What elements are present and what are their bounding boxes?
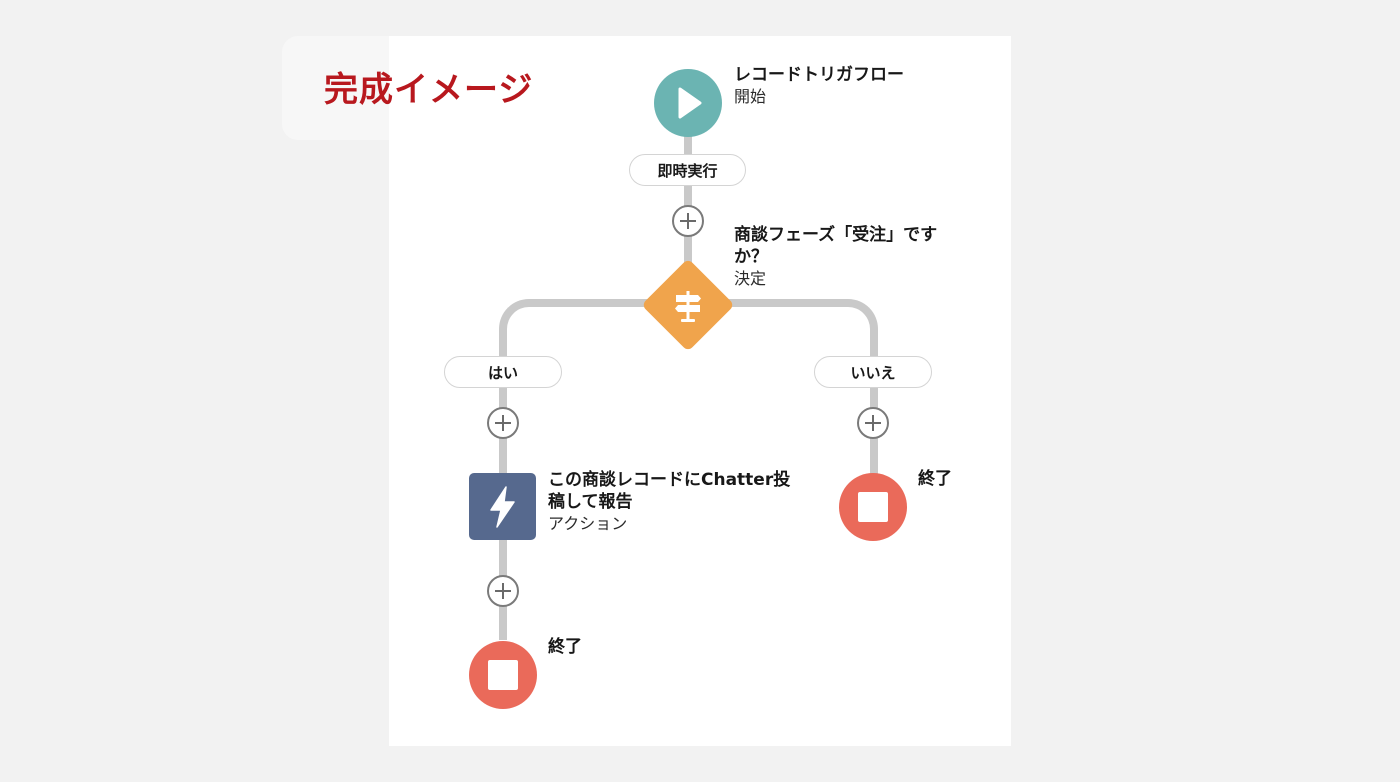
end-node-yes-name: 終了 (548, 637, 582, 657)
action-node-name-line1: この商談レコードにChatter投 (548, 470, 791, 490)
signpost-icon (675, 291, 701, 322)
connector-branch-yes (499, 299, 539, 339)
decision-node-name-line2: か？ (734, 247, 768, 267)
page-title: 完成イメージ (324, 70, 534, 110)
decision-node-type: 決定 (734, 269, 767, 288)
plus-icon (865, 415, 881, 431)
add-element-button-after-action[interactable] (487, 575, 519, 607)
add-element-button-yes[interactable] (487, 407, 519, 439)
branch-label-yes[interactable]: はい (444, 356, 562, 388)
stop-icon (858, 492, 888, 522)
end-node-yes[interactable] (469, 641, 537, 709)
connector-no-vertical (870, 330, 878, 480)
end-node-no[interactable] (839, 473, 907, 541)
plus-icon (680, 213, 696, 229)
branch-label-no[interactable]: いいえ (814, 356, 932, 388)
end-node-no-label: 終了 (918, 468, 952, 490)
action-node-type: アクション (548, 514, 628, 533)
action-node-name-line2: 稿して報告 (548, 492, 633, 512)
lightning-bolt-icon (490, 486, 515, 528)
start-node-name: レコードトリガフロー (734, 65, 904, 85)
add-element-button-no[interactable] (857, 407, 889, 439)
decision-node-label: 商談フェーズ「受注」です か？ 決定 (734, 224, 937, 290)
end-node-yes-label: 終了 (548, 636, 582, 658)
connector-main (684, 130, 692, 270)
action-node-label: この商談レコードにChatter投 稿して報告 アクション (548, 469, 790, 535)
stop-icon (488, 660, 518, 690)
play-icon (678, 87, 702, 119)
flow-canvas (389, 36, 1011, 746)
decision-node-name-line1: 商談フェーズ「受注」です (734, 225, 938, 245)
action-node[interactable] (469, 473, 536, 540)
plus-icon (495, 415, 511, 431)
connector-branch-no (838, 299, 878, 339)
connector-branch-yes-horizontal (530, 299, 650, 307)
connector-branch-no-horizontal (726, 299, 846, 307)
start-node[interactable] (654, 69, 722, 137)
start-node-type: 開始 (734, 87, 767, 106)
start-node-label: レコードトリガフロー 開始 (734, 64, 904, 108)
run-immediately-label[interactable]: 即時実行 (629, 154, 746, 186)
end-node-no-name: 終了 (918, 469, 952, 489)
add-element-button[interactable] (672, 205, 704, 237)
plus-icon (495, 583, 511, 599)
